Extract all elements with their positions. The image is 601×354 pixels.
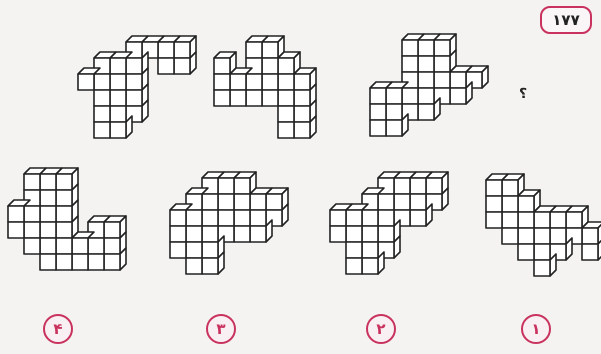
option-3-figure [170,172,288,274]
cube [230,90,246,106]
cube [534,228,550,244]
cube [262,90,278,106]
cube [378,194,394,210]
cube [346,242,362,258]
cube [582,222,601,244]
cube [534,244,550,260]
cube [186,242,202,258]
cube [202,194,218,210]
cube [88,254,104,270]
cube [40,222,56,238]
cube [214,74,230,90]
cube [94,90,110,106]
option-1-badge[interactable]: ۱ [521,314,551,344]
cube [362,210,378,226]
cube [418,88,434,104]
cube [250,210,266,226]
cube [186,226,202,242]
cube [202,226,218,242]
cube [234,194,250,210]
cube [56,254,72,270]
cube [486,196,502,212]
option-1-figure [486,174,601,276]
cube [434,72,450,88]
cube [346,226,362,242]
cube [72,254,88,270]
cube [402,56,418,72]
cube [550,228,566,244]
cube [402,88,418,104]
option-2-figure [330,172,448,274]
cube [278,122,294,138]
cube [246,74,262,90]
cube [410,194,426,210]
cube [24,206,40,222]
cube [502,228,518,244]
cube [502,196,518,212]
cube [386,104,402,120]
cube [40,206,56,222]
option-2-badge[interactable]: ۲ [366,314,396,344]
cube [110,106,126,122]
cube [186,258,202,274]
cube [94,122,110,138]
cube [278,90,294,106]
cube [234,226,250,242]
cube [214,90,230,106]
question-figure-left [78,36,196,138]
cube [234,210,250,226]
cube [362,226,378,242]
cube [278,74,294,90]
question-figure-right [370,34,488,136]
cube [158,58,174,74]
cube [518,244,534,260]
cube [94,106,110,122]
cube [278,106,294,122]
cube [330,226,346,242]
cube [418,56,434,72]
option-4-badge[interactable]: ۴ [43,314,73,344]
cube [40,254,56,270]
cube [486,212,502,228]
cube [418,72,434,88]
cube [40,238,56,254]
option-3-badge[interactable]: ۳ [206,314,236,344]
cube [262,58,278,74]
cube [186,210,202,226]
cube [246,90,262,106]
cube [24,222,40,238]
cube [370,120,386,136]
cube [378,210,394,226]
cube [502,212,518,228]
cube [518,228,534,244]
cube [170,226,186,242]
cube [110,90,126,106]
cube [362,242,378,258]
cube [56,238,72,254]
cube [346,258,362,274]
cube [218,194,234,210]
option-4-figure [8,168,126,270]
cube [24,238,40,254]
cube [8,222,24,238]
cube [170,242,186,258]
cube [370,104,386,120]
cube [40,190,56,206]
cube [88,238,104,254]
cube [394,194,410,210]
cube [218,210,234,226]
cube [110,74,126,90]
cube [262,74,278,90]
question-figure-middle [214,36,316,138]
cube [202,210,218,226]
cube [94,74,110,90]
cube [518,212,534,228]
